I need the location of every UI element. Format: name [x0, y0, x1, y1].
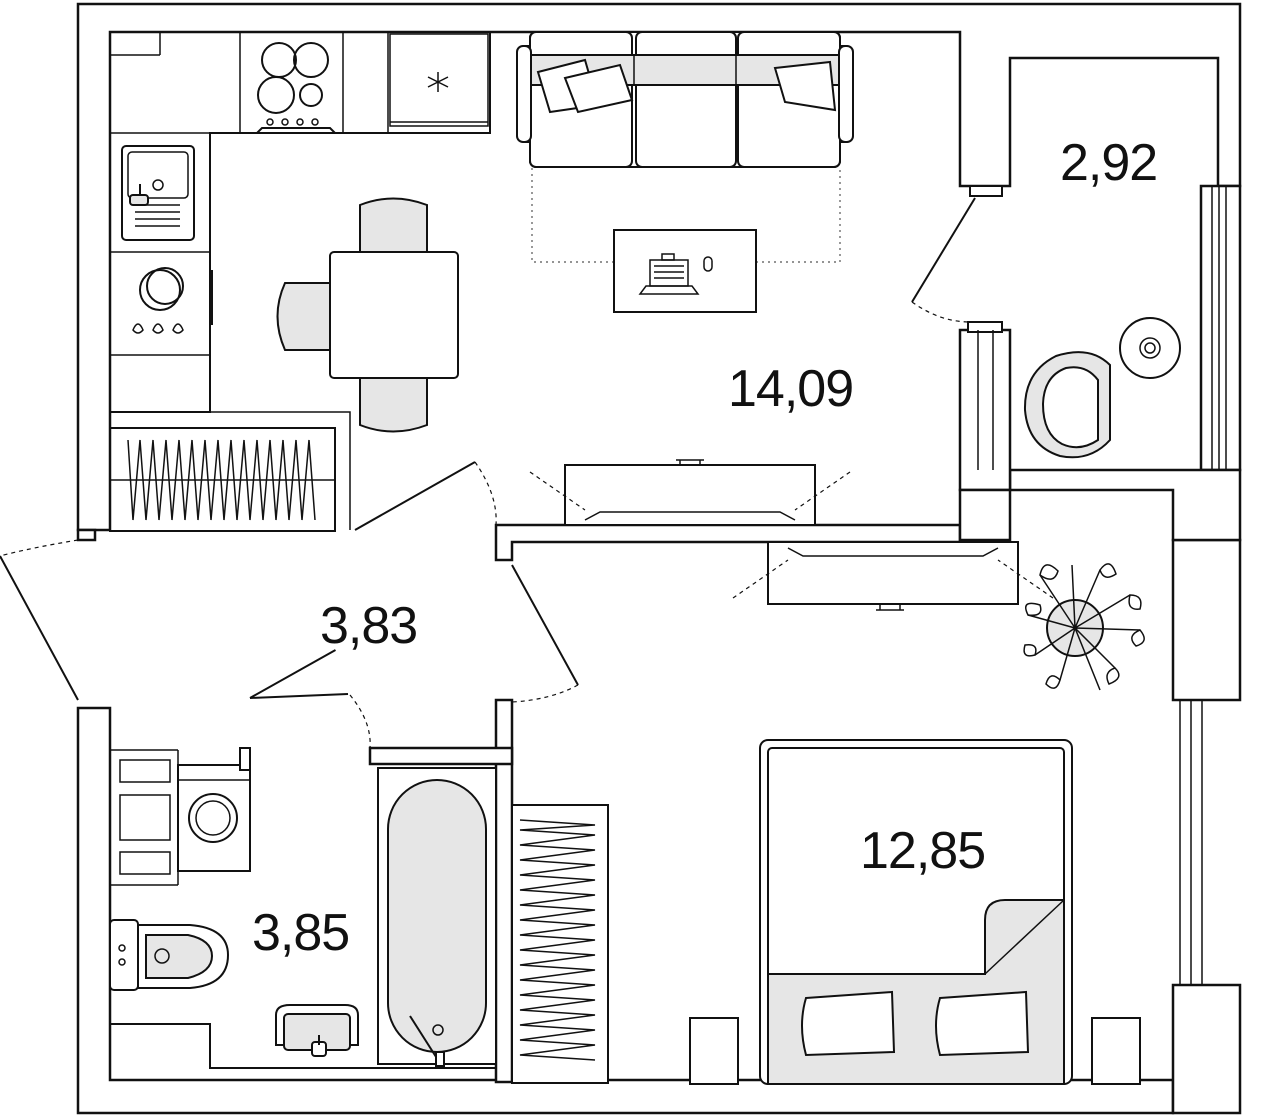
bathroom-sink-icon	[110, 1004, 496, 1069]
hallway-area-label: 3,83	[320, 597, 417, 655]
room-area-labels: 14,09 2,92 3,83 3,85 12,85	[252, 134, 1158, 962]
laptop-icon	[531, 168, 841, 313]
outer-walls	[76, 2, 1242, 1115]
bathroom-area-label: 3,85	[252, 904, 349, 962]
doors	[0, 185, 1003, 749]
washing-machine-icon	[110, 747, 251, 886]
dishwasher-icon	[132, 267, 184, 334]
windows	[1179, 185, 1227, 986]
wardrobe-icon	[109, 411, 351, 532]
bedroom-wardrobe-icon	[511, 804, 609, 1084]
dining-table-icon	[276, 197, 459, 433]
balcony-furniture	[959, 317, 1181, 470]
stove-icon	[256, 42, 336, 134]
plant-icon	[1023, 563, 1145, 691]
fridge-icon	[389, 33, 489, 127]
bed-icon	[689, 739, 1141, 1085]
balcony-area-label: 2,92	[1060, 134, 1157, 192]
bathtub-icon	[377, 767, 497, 1067]
toilet-icon	[109, 919, 230, 991]
bedroom-area-label: 12,85	[860, 822, 985, 880]
sofa-icon	[516, 31, 854, 168]
tv-stand-icon	[529, 459, 1054, 611]
sink-icon	[121, 145, 195, 241]
living-kitchen-area-label: 14,09	[728, 360, 853, 418]
